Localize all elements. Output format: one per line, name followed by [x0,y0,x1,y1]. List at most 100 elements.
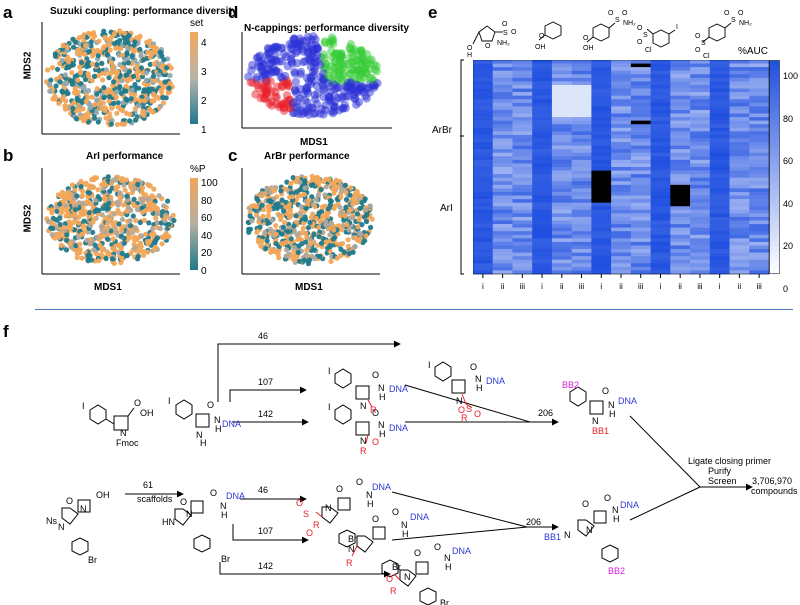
heatmap-cell [650,152,671,157]
heatmap-cell [532,88,553,93]
scatter-point [113,176,119,182]
heatmap-cell [611,167,632,171]
heatmap-cell [571,234,592,239]
heatmap-cell [630,120,651,125]
heatmap-cell [709,109,730,114]
heatmap-cell [670,142,691,146]
scatter-point [110,245,116,251]
heatmap-cell [571,99,592,104]
heatmap-cell [532,238,553,243]
heatmap-cell [532,174,553,178]
panel-b-scatter [41,168,180,275]
scatter-point [57,221,63,228]
scatter-point [100,77,106,83]
scatter-point [133,225,139,231]
heatmap-cell [532,249,553,253]
heatmap-cell [512,270,533,275]
heatmap-cell [473,266,494,271]
heatmap-cell [591,142,612,146]
heatmap-cell [611,231,632,236]
scatter-point [138,53,144,59]
heatmap-cell [630,77,651,82]
scatter-point [346,78,355,87]
heatmap-cell [473,99,494,104]
scatter-point [65,90,71,96]
heatmap-cell [571,109,592,114]
atom: I [328,402,331,412]
scatter-point [141,98,147,104]
heatmap-cell [729,199,750,203]
heatmap-cell [571,206,592,211]
atom: Br [221,554,230,564]
heatmap-cell [611,177,632,182]
atom: N [58,522,65,532]
heatmap-cell [532,188,553,193]
heatmap-cell [729,181,750,186]
col-label: i [660,282,662,291]
heatmap-cell [611,256,632,261]
heatmap-cell [630,252,651,257]
heatmap-cell [670,77,691,82]
scatter-point [121,121,127,127]
colorbar-tick: 60 [783,156,794,167]
scatter-point [363,233,369,239]
scatter-point [119,178,125,184]
scatter-point [104,249,110,255]
heatmap-cell [749,177,770,182]
scatter-point [323,240,329,246]
scatter-point [268,247,274,253]
heatmap-cell [512,124,533,129]
heatmap-cell [492,170,513,175]
scatter-point [294,175,301,181]
scatter-point [102,229,108,235]
heatmap-cell [630,109,651,114]
heatmap-cell [709,88,730,93]
heatmap-cell [492,167,513,171]
scatter-point [49,225,56,232]
heatmap-cell [551,145,572,150]
heatmap-cell [473,188,494,193]
heatmap-cell [670,263,691,268]
heatmap-cell [670,60,691,64]
scatter-point [264,185,270,191]
heatmap-cell [650,99,671,104]
colorbar-tick: 40 [783,198,794,209]
heatmap-cell [611,95,632,100]
scatter-point [257,224,263,230]
heatmap-cell [690,202,711,207]
scatter-point [156,72,162,78]
heatmap-cell [729,131,750,136]
heatmap-cell [749,120,770,125]
heatmap-cell [729,63,750,68]
scatter-point [292,59,302,68]
heatmap-cell [670,84,691,89]
heatmap-cell [512,106,533,111]
atom: N [475,374,482,384]
heatmap-cell [749,92,770,96]
scatter-point [344,222,350,228]
heatmap-cell [709,216,730,221]
scatter-point [120,202,126,208]
heatmap-cell [492,199,513,203]
scaffold-label: scaffolds [137,494,173,504]
scatter-point [303,44,312,53]
heatmap-cell [670,181,691,186]
atom: S [643,32,648,39]
heatmap-cell [749,167,770,171]
heatmap-cell [650,60,671,64]
scatter-point [348,185,354,191]
scatter-point [93,110,99,116]
heatmap-cell [749,84,770,89]
scatter-point [145,249,151,255]
scatter-point [350,201,356,207]
heatmap-cell [729,113,750,118]
heatmap-cell [512,127,533,132]
heatmap-cell [630,131,651,136]
scatter-point [358,194,364,200]
heatmap-cell [630,113,651,118]
heatmap-cell [473,77,494,82]
heatmap-cell [571,238,592,243]
heatmap-cell [749,81,770,86]
scatter-point [143,77,149,83]
heatmap-cell [512,145,533,150]
